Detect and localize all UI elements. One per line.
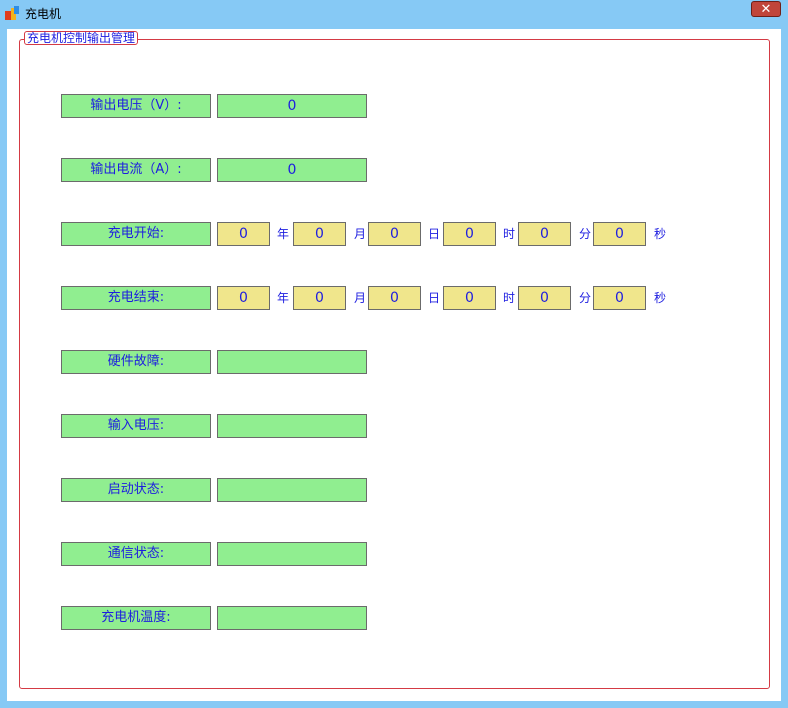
charge-start-second-unit: 秒 bbox=[654, 227, 667, 241]
charge-end-day-unit: 日 bbox=[428, 291, 441, 305]
charge-end-year-field[interactable]: 0 bbox=[217, 286, 270, 310]
startup-status-label: 启动状态: bbox=[61, 478, 211, 502]
charge-start-hour-field[interactable]: 0 bbox=[443, 222, 496, 246]
charge-end-minute-field[interactable]: 0 bbox=[518, 286, 571, 310]
charger-temperature-label: 充电机温度: bbox=[61, 606, 211, 630]
client-area: 充电机控制输出管理 输出电压（V）: 0 输出电流（A）: 0 充电开始: 0 … bbox=[7, 29, 781, 701]
charge-start-label: 充电开始: bbox=[61, 222, 211, 246]
output-current-label: 输出电流（A）: bbox=[61, 158, 211, 182]
charge-start-year-unit: 年 bbox=[277, 227, 290, 241]
charge-start-minute-field[interactable]: 0 bbox=[518, 222, 571, 246]
output-voltage-label: 输出电压（V）: bbox=[61, 94, 211, 118]
charge-end-second-field[interactable]: 0 bbox=[593, 286, 646, 310]
charge-end-hour-field[interactable]: 0 bbox=[443, 286, 496, 310]
charge-end-year-unit: 年 bbox=[277, 291, 290, 305]
charge-end-minute-unit: 分 bbox=[579, 291, 592, 305]
charge-start-day-field[interactable]: 0 bbox=[368, 222, 421, 246]
output-current-field[interactable]: 0 bbox=[217, 158, 367, 182]
charge-start-month-field[interactable]: 0 bbox=[293, 222, 346, 246]
charger-temperature-field[interactable] bbox=[217, 606, 367, 630]
charge-start-day-unit: 日 bbox=[428, 227, 441, 241]
hardware-fault-label: 硬件故障: bbox=[61, 350, 211, 374]
comm-status-field[interactable] bbox=[217, 542, 367, 566]
charge-start-second-field[interactable]: 0 bbox=[593, 222, 646, 246]
charge-end-month-unit: 月 bbox=[354, 291, 367, 305]
close-button[interactable]: ✕ bbox=[751, 1, 781, 17]
charge-end-day-field[interactable]: 0 bbox=[368, 286, 421, 310]
title-bar[interactable]: 充电机 ✕ bbox=[0, 0, 788, 26]
control-output-group bbox=[19, 39, 770, 689]
startup-status-field[interactable] bbox=[217, 478, 367, 502]
input-voltage-field[interactable] bbox=[217, 414, 367, 438]
charge-start-minute-unit: 分 bbox=[579, 227, 592, 241]
charge-end-month-field[interactable]: 0 bbox=[293, 286, 346, 310]
charge-start-hour-unit: 时 bbox=[503, 227, 516, 241]
app-icon bbox=[5, 6, 19, 20]
charge-start-month-unit: 月 bbox=[354, 227, 367, 241]
input-voltage-label: 输入电压: bbox=[61, 414, 211, 438]
window-title: 充电机 bbox=[25, 7, 62, 21]
charge-end-second-unit: 秒 bbox=[654, 291, 667, 305]
charge-end-hour-unit: 时 bbox=[503, 291, 516, 305]
group-title: 充电机控制输出管理 bbox=[24, 31, 139, 45]
hardware-fault-field[interactable] bbox=[217, 350, 367, 374]
comm-status-label: 通信状态: bbox=[61, 542, 211, 566]
output-voltage-field[interactable]: 0 bbox=[217, 94, 367, 118]
charge-end-label: 充电结束: bbox=[61, 286, 211, 310]
charge-start-year-field[interactable]: 0 bbox=[217, 222, 270, 246]
